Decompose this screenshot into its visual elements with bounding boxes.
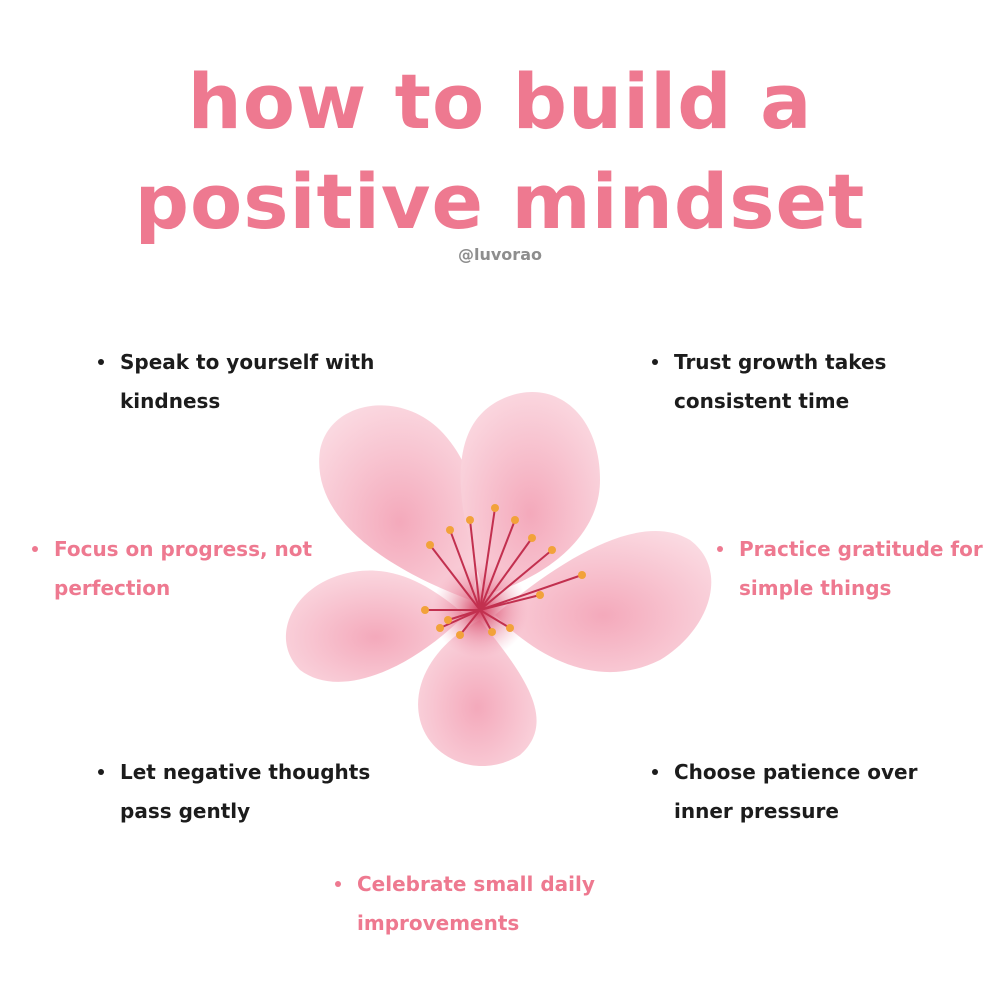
title-line-1: how to build a <box>187 57 813 146</box>
tip-practice-gratitude: Practice gratitude for simple things <box>717 530 987 608</box>
bullet-icon <box>32 546 38 552</box>
tip-choose-patience: Choose patience over inner pressure <box>652 753 942 831</box>
tip-trust-growth: Trust growth takes consistent time <box>652 343 912 421</box>
tip-celebrate-improvements: Celebrate small daily improvements <box>335 865 615 943</box>
bullet-icon <box>335 881 341 887</box>
tip-focus-progress: Focus on progress, not perfection <box>32 530 332 608</box>
bullet-icon <box>652 359 658 365</box>
flower-petals <box>285 391 712 767</box>
cherry-blossom-icon <box>285 391 712 767</box>
flower-anthers <box>421 504 586 639</box>
bullet-icon <box>98 769 104 775</box>
tip-speak-kindly: Speak to yourself with kindness <box>98 343 388 421</box>
bullet-icon <box>717 546 723 552</box>
author-handle: @luvorao <box>458 245 542 264</box>
tip-negative-thoughts: Let negative thoughts pass gently <box>98 753 388 831</box>
flower-stamens <box>425 507 583 636</box>
title-line-2: positive mindset <box>134 157 866 246</box>
bullet-icon <box>98 359 104 365</box>
bullet-icon <box>652 769 658 775</box>
page-title: how to build a positive mindset <box>0 52 1000 252</box>
